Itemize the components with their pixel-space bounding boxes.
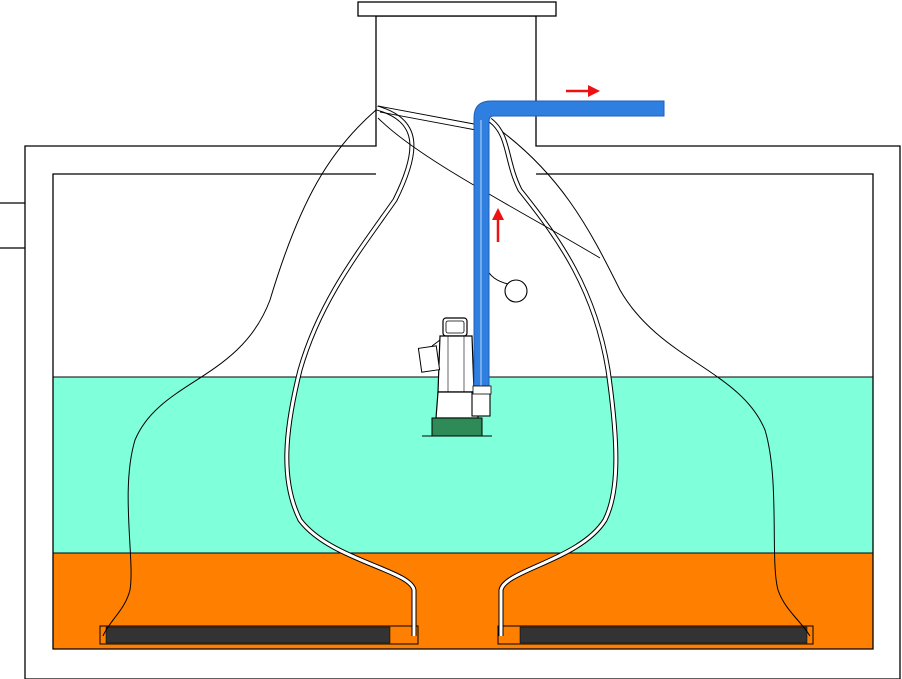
inlet-pipe [0, 202, 25, 249]
float-switch-icon [483, 261, 528, 303]
tank-outer-wall [24, 15, 901, 679]
discharge-pipe [472, 100, 665, 395]
right-inner-air-hose [488, 118, 619, 636]
manhole-lid [357, 1, 557, 17]
right-outer-air-hose [485, 119, 811, 637]
left-outer-air-hose [102, 109, 377, 637]
arrow-right-icon [566, 85, 600, 97]
tank-inner-wall [52, 173, 874, 650]
arrow-up-icon [492, 208, 504, 242]
left-diffuser [99, 625, 419, 645]
left-inner-air-hose [284, 105, 417, 636]
submersible-pump-icon [417, 317, 492, 437]
right-diffuser [497, 625, 814, 645]
